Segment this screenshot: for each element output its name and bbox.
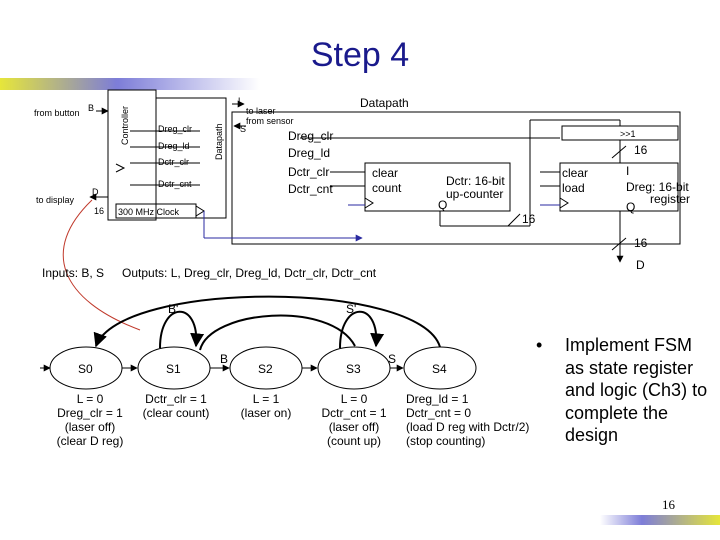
b-input-label: B — [88, 103, 95, 113]
to-laser-label: to laser — [246, 106, 276, 116]
page-number: 16 — [662, 497, 675, 512]
s-transition-label: S — [388, 352, 397, 366]
from-sensor-label: from sensor — [246, 116, 294, 126]
counter-clear-port: clear — [372, 166, 399, 180]
shift-label: >>1 — [620, 129, 636, 139]
ctrl-dctr-clr: Dctr_clr — [158, 157, 189, 167]
state-s4-name: S4 — [432, 362, 447, 376]
bullet-marker: • — [536, 335, 543, 355]
counter-name: Dctr: 16-bit — [446, 174, 505, 188]
dp-dreg-ld: Dreg_ld — [288, 146, 331, 160]
ctrl-dreg-clr: Dreg_clr — [158, 124, 193, 134]
counter-count-port: count — [372, 181, 402, 195]
b-transition-label: B — [220, 352, 229, 366]
counter-desc: up-counter — [446, 187, 504, 201]
top-decor-bar — [0, 78, 260, 90]
bottom-decor-bar — [600, 515, 720, 525]
register-box — [559, 162, 679, 212]
controller-box — [107, 89, 157, 221]
datapath-vertical-label: Datapath — [214, 123, 224, 160]
output-bus-width: 16 — [634, 236, 648, 250]
bullet-text: Implement FSM as state register and logi… — [565, 335, 708, 445]
b-prime-label: B' — [168, 302, 179, 316]
state-s0-actions: L = 0 Dreg_clr = 1 (laser off) (clear D … — [56, 392, 124, 448]
state-s2-name: S2 — [258, 362, 273, 376]
counter-q-port: Q — [438, 198, 448, 212]
shift-bus-width: 16 — [634, 143, 648, 157]
s-input-label: S — [240, 124, 247, 134]
counter-box — [364, 162, 511, 212]
register-name: Dreg: 16-bit — [626, 180, 689, 194]
state-s3-name: S3 — [346, 362, 361, 376]
counter-bus-width: 16 — [522, 212, 536, 226]
register-desc: register — [650, 192, 691, 206]
slide-title: Step 4 — [310, 36, 410, 74]
clock-label: 300 MHz Clock — [118, 207, 180, 217]
state-s4-actions: Dreg_ld = 1 Dctr_cnt = 0 (load D reg wit… — [406, 392, 530, 448]
state-s1-name: S1 — [166, 362, 181, 376]
l-output-label: L — [238, 96, 244, 106]
s-prime-label: S' — [346, 302, 357, 316]
controller-label: Controller — [120, 105, 130, 145]
register-i-port: I — [626, 164, 630, 178]
state-s1-actions: Dctr_clr = 1 (clear count) — [142, 392, 210, 420]
datapath-box — [231, 111, 681, 245]
dp-dreg-clr: Dreg_clr — [288, 129, 334, 143]
clock-box — [115, 203, 197, 219]
ctrl-dctr-cnt: Dctr_cnt — [158, 179, 192, 189]
state-s2-actions: L = 1 (laser on) — [240, 392, 292, 420]
register-q-port: Q — [626, 200, 636, 214]
register-clear-port: clear — [562, 166, 589, 180]
ctrl-dreg-ld: Dreg_ld — [158, 141, 190, 151]
inputs-label: Inputs: B, S — [42, 266, 105, 280]
dp-dctr-cnt: Dctr_cnt — [288, 182, 333, 196]
state-s3-actions: L = 0 Dctr_cnt = 1 (laser off) (count up… — [321, 392, 387, 448]
state-s0-name: S0 — [78, 362, 93, 376]
output-d-label: D — [636, 258, 645, 272]
d-output-label: D — [92, 187, 99, 197]
display-bus-width: 16 — [94, 206, 105, 216]
register-load-port: load — [562, 181, 585, 195]
from-button-label: from button — [34, 108, 80, 118]
outputs-label: Outputs: L, Dreg_clr, Dreg_ld, Dctr_clr,… — [122, 266, 377, 280]
dp-dctr-clr: Dctr_clr — [288, 165, 330, 179]
datapath-title: Datapath — [360, 96, 409, 110]
to-display-label: to display — [36, 195, 75, 205]
